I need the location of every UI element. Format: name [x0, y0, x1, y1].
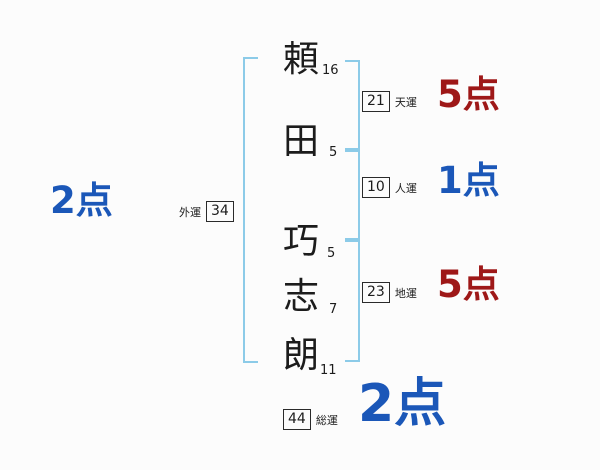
tenun-bracket — [345, 60, 360, 150]
name-char-2: 田 — [283, 121, 320, 162]
name-char-1: 頼 — [283, 39, 320, 80]
outer-bracket — [243, 57, 258, 363]
gaiun-tag: 外運 34 — [179, 201, 234, 223]
stroke-count-5: 11 — [320, 363, 337, 378]
name-char-5: 朗 — [283, 335, 320, 376]
jinun-bracket — [345, 150, 360, 240]
jinun-value-box: 10 — [362, 177, 390, 199]
stroke-count-1: 16 — [322, 63, 339, 78]
tenun-value-box: 21 — [362, 91, 390, 113]
jinun-label: 人運 — [394, 181, 417, 195]
gaiun-score: 2点 — [50, 179, 113, 222]
chiun-label: 地運 — [394, 286, 417, 300]
tenun-label: 天運 — [394, 95, 417, 109]
chiun-tag: 23 地運 — [362, 282, 417, 304]
jinun-score: 1点 — [437, 159, 500, 202]
name-char-3: 巧 — [283, 221, 320, 262]
stroke-count-4: 7 — [329, 302, 338, 317]
gaiun-value-box: 34 — [206, 201, 234, 223]
souun-score: 2点 — [358, 374, 447, 434]
name-char-4: 志 — [283, 276, 320, 317]
souun-value-box: 44 — [283, 409, 311, 431]
stroke-count-2: 5 — [329, 145, 338, 160]
tenun-score: 5点 — [437, 73, 500, 116]
gaiun-label: 外運 — [179, 205, 201, 219]
stroke-count-3: 5 — [327, 246, 336, 261]
jinun-tag: 10 人運 — [362, 177, 417, 199]
tenun-tag: 21 天運 — [362, 91, 417, 113]
chiun-score: 5点 — [437, 263, 500, 306]
souun-label: 総運 — [315, 413, 338, 427]
chiun-bracket — [345, 240, 360, 362]
souun-tag: 44 総運 — [283, 409, 338, 431]
chiun-value-box: 23 — [362, 282, 390, 304]
